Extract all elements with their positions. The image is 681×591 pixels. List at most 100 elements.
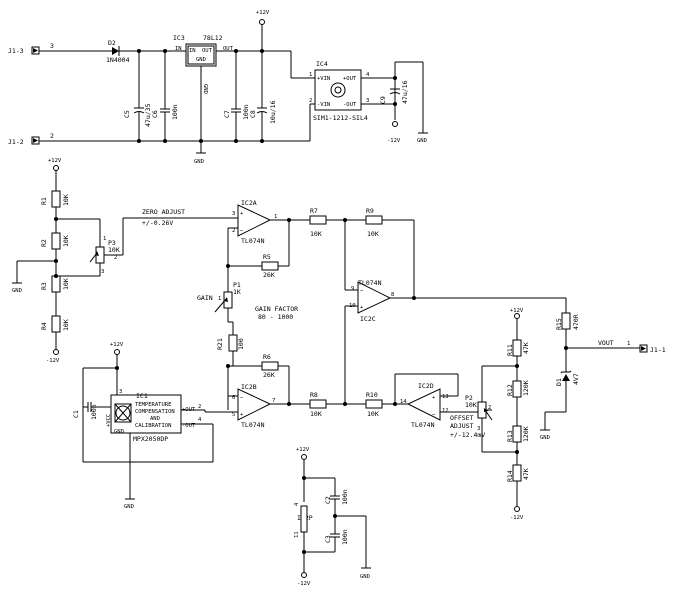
ic3-gnd-pin: GND xyxy=(196,57,206,63)
ic3-in-pin: IN xyxy=(189,48,196,54)
r8-value: 10K xyxy=(310,410,322,418)
r15-value: 470R xyxy=(572,314,580,330)
ic2b-ref: IC2B xyxy=(241,383,257,391)
supply-terminal-icon xyxy=(392,121,398,127)
r6-value: 26K xyxy=(263,371,275,379)
c7-value: 100n xyxy=(242,104,250,120)
pin-number: 4 xyxy=(294,502,300,506)
supply-terminal-icon xyxy=(514,313,520,319)
ic4-pin-mout: -OUT xyxy=(343,102,357,108)
r1-ref: R1 xyxy=(40,197,48,205)
gain-factor-range: 80 - 1000 xyxy=(258,313,293,321)
pin-number: 6 xyxy=(232,395,235,401)
pin-number: 13 xyxy=(442,394,449,400)
svg-text:+: + xyxy=(240,211,244,217)
supply-terminal-icon xyxy=(114,349,120,355)
r15-ref: R15 xyxy=(555,318,563,330)
output-section: +12V R11 47K R12 120K R13 120K R14 47K -… xyxy=(450,298,666,521)
r6-ref: R6 xyxy=(263,353,271,361)
c2-ref: C2 xyxy=(324,496,332,504)
zero-adjust-range: +/-0.26V xyxy=(142,219,173,227)
r10-value: 10K xyxy=(367,410,379,418)
c9-value: 47u/16 xyxy=(401,80,409,104)
opamp-ic2b xyxy=(237,388,272,421)
pin-number: 4 xyxy=(366,72,370,78)
c1-ref: C1 xyxy=(72,410,80,418)
ic4-pin-mvin: -VIN xyxy=(317,102,330,108)
c7-ref: C7 xyxy=(223,110,231,118)
supply-terminal-icon xyxy=(301,572,307,578)
c6-ref: C6 xyxy=(151,110,159,118)
c8-value: 10u/16 xyxy=(269,100,277,124)
rail-minus12: -12V xyxy=(297,581,311,587)
pin-number: 8 xyxy=(391,292,394,298)
svg-text:−: − xyxy=(360,288,364,294)
zero-adjust-label: ZERO ADJUST xyxy=(142,208,185,216)
bridge-sensor-icon xyxy=(115,405,131,421)
c3-ref: C3 xyxy=(324,535,332,543)
ic1-text-temp: TEMPERATURE xyxy=(135,402,171,408)
vout-label: VOUT xyxy=(598,339,614,347)
svg-text:+: + xyxy=(432,395,436,401)
pin-number: 3 xyxy=(50,42,54,50)
ic2c-value: TL074N xyxy=(358,279,382,287)
connector-arrow-icon xyxy=(33,48,38,53)
ic1-ref: IC1 xyxy=(136,392,148,400)
rail-plus12: +12V xyxy=(110,342,124,348)
trim-arrow-icon xyxy=(95,251,99,256)
p1-ref: P1 xyxy=(233,281,241,289)
r1-value: 10K xyxy=(62,194,70,206)
connector-arrow-icon xyxy=(33,138,38,143)
decoupling-section: +12V 4 IC2P 11 -12V C2 100n C3 100n GND xyxy=(294,447,371,587)
ic1-text-and: AND xyxy=(150,416,160,422)
pin-number: 3 xyxy=(101,269,104,275)
ic3-value: 78L12 xyxy=(203,34,223,42)
r13-value: 120K xyxy=(522,426,530,442)
ic2a-value: TL074N xyxy=(241,237,265,245)
pin-number: 2 xyxy=(488,405,491,411)
pin-number: 1 xyxy=(274,214,277,220)
r8-ref: R8 xyxy=(310,391,318,399)
r7-ref: R7 xyxy=(310,207,318,215)
r12-ref: R12 xyxy=(506,384,514,396)
rail-minus12: -12V xyxy=(510,515,524,521)
p3-ref: P3 xyxy=(108,239,116,247)
rail-minus12: -12V xyxy=(387,138,401,144)
c6-value: 100n xyxy=(171,104,179,120)
d1-value: 4V7 xyxy=(572,373,580,385)
svg-text:−: − xyxy=(240,228,244,234)
svg-text:−: − xyxy=(432,412,436,418)
ic1-text-comp: COMPENSATION xyxy=(135,409,175,415)
p2-ref: P2 xyxy=(465,394,473,402)
ic2d-value: TL074N xyxy=(411,421,435,429)
pin-number: 3 xyxy=(232,211,235,217)
gnd-label: GND xyxy=(124,504,134,510)
d2-ref: D2 xyxy=(108,39,116,47)
d2-value: 1N4004 xyxy=(106,56,130,64)
r21-ref: R21 xyxy=(216,338,224,350)
pin-number: 7 xyxy=(272,398,275,404)
r21-value: 100 xyxy=(237,338,245,350)
pin-number: 2 xyxy=(198,404,201,410)
r9-ref: R9 xyxy=(366,207,374,215)
rail-plus12: +12V xyxy=(256,10,270,16)
c8-ref: C8 xyxy=(249,110,257,118)
zener-d1-icon xyxy=(562,374,570,381)
connector-j1-3-label: J1-3 xyxy=(8,47,24,55)
ic3-pin-out: OUT xyxy=(223,46,234,52)
pin-number: 3 xyxy=(477,426,480,432)
ic3-ref: IC3 xyxy=(173,34,185,42)
supply-terminal-icon xyxy=(514,506,520,512)
ic2d-ref: IC2D xyxy=(418,382,434,390)
current-source-icon xyxy=(330,82,346,98)
r12-value: 120K xyxy=(522,380,530,396)
ic1-text-cal: CALIBRATION xyxy=(135,423,171,429)
svg-text:+: + xyxy=(240,412,244,418)
r14-ref: R14 xyxy=(506,470,514,482)
supply-terminal-icon xyxy=(53,349,59,355)
c2-value: 100n xyxy=(341,489,349,505)
r5-value: 26K xyxy=(263,271,275,279)
svg-text:−: − xyxy=(240,395,244,401)
connector-j1-1-label: J1-1 xyxy=(650,346,666,354)
